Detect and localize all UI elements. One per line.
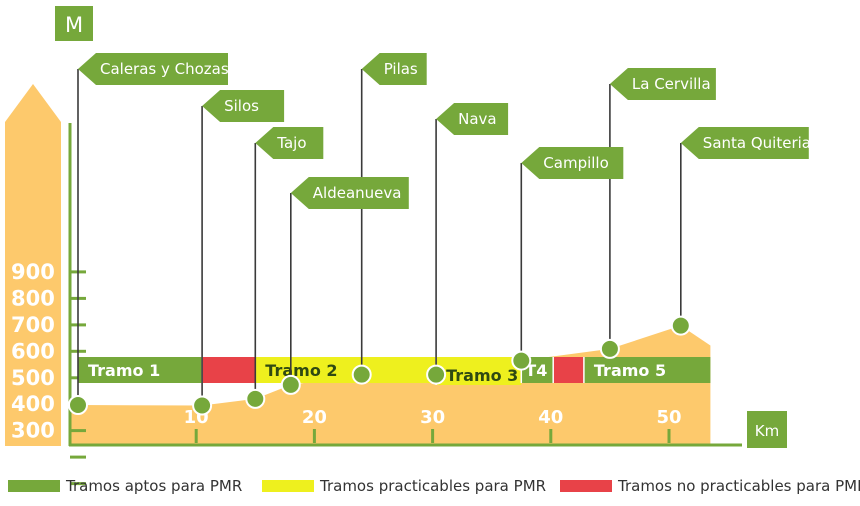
legend-swatch-apto	[8, 480, 60, 492]
waypoint-poles	[77, 69, 682, 406]
segment-label: Tramo 1	[88, 361, 160, 380]
legend-item-no: Tramos no practicables para PMR	[560, 477, 860, 495]
y-tick-label: 800	[11, 286, 55, 310]
waypoint-label: Aldeanueva	[313, 184, 402, 202]
waypoint-label: La Cervilla	[632, 75, 711, 93]
waypoint-marker	[245, 388, 266, 409]
x-tick-label: 30	[420, 407, 445, 428]
x-tick-label: 40	[538, 407, 563, 428]
y-unit-box	[55, 6, 93, 41]
waypoint-flag	[290, 177, 409, 209]
waypoint-flag	[361, 53, 427, 85]
waypoint-flag	[202, 90, 285, 122]
legend-item-apto: Tramos aptos para PMR	[8, 477, 242, 495]
segment-label: T4	[525, 361, 547, 380]
waypoint-markers	[68, 315, 691, 416]
elevation-area	[70, 325, 711, 444]
waypoint-marker	[599, 338, 620, 359]
waypoint-marker	[351, 364, 372, 385]
legend-swatch-practicable	[262, 480, 314, 492]
segment-bar	[78, 357, 203, 383]
waypoint-marker	[68, 395, 88, 415]
y-tick-label: 600	[11, 339, 55, 363]
legend-item-practicable: Tramos practicables para PMR	[262, 477, 546, 495]
segment-bar	[202, 357, 256, 383]
waypoint-label: Santa Quiteria	[703, 134, 811, 152]
x-unit-label: Km	[755, 422, 779, 440]
y-tick-label: 200	[11, 445, 55, 469]
legend-swatch-no	[560, 480, 612, 492]
waypoint-label: Tajo	[276, 134, 306, 152]
waypoint-flag	[680, 127, 809, 159]
segment-label: Tramo 3	[446, 366, 518, 385]
legend: Tramos aptos para PMR Tramos practicable…	[8, 477, 860, 499]
y-tick-label: 400	[11, 392, 55, 416]
waypoint-marker	[670, 315, 691, 336]
waypoint-marker	[511, 350, 532, 371]
segment-label: Tramo 2	[265, 361, 337, 380]
waypoint-flag	[436, 103, 509, 135]
legend-label-practicable: Tramos practicables para PMR	[320, 477, 547, 495]
x-unit-box	[747, 411, 787, 448]
y-tick-label: 700	[11, 313, 55, 337]
waypoint-label: Silos	[224, 97, 259, 115]
segment-bar	[553, 357, 584, 383]
segment-bar	[583, 357, 711, 383]
elevation-area-fill	[70, 325, 711, 444]
waypoint-marker	[192, 395, 213, 416]
y-axis-arrow	[5, 84, 61, 446]
waypoint-flag	[609, 68, 716, 100]
waypoint-label: Nava	[458, 110, 496, 128]
waypoint-label: Pilas	[384, 60, 418, 78]
y-unit-label: M	[65, 13, 83, 37]
waypoint-flag	[78, 53, 228, 85]
x-tick-label: 20	[302, 407, 327, 428]
y-tick-label: 500	[11, 366, 55, 390]
y-tick-label: 900	[11, 260, 55, 284]
y-tick-label: 300	[11, 419, 55, 443]
legend-label-no: Tramos no practicables para PMR	[618, 477, 860, 495]
segment-label: Tramo 5	[594, 361, 666, 380]
route-segments: Tramo 1 Tramo 2 Tramo 3 T4 Tramo 5	[78, 357, 711, 385]
x-tick-label: 50	[656, 407, 681, 428]
legend-label-apto: Tramos aptos para PMR	[66, 477, 243, 495]
segment-bar	[436, 357, 522, 385]
waypoint-flag	[255, 127, 324, 159]
waypoint-flag	[521, 147, 624, 179]
waypoint-marker	[426, 364, 447, 385]
waypoint-label: Campillo	[543, 154, 608, 172]
waypoint-label: Caleras y Chozas	[100, 60, 229, 78]
waypoint-marker	[280, 374, 301, 395]
